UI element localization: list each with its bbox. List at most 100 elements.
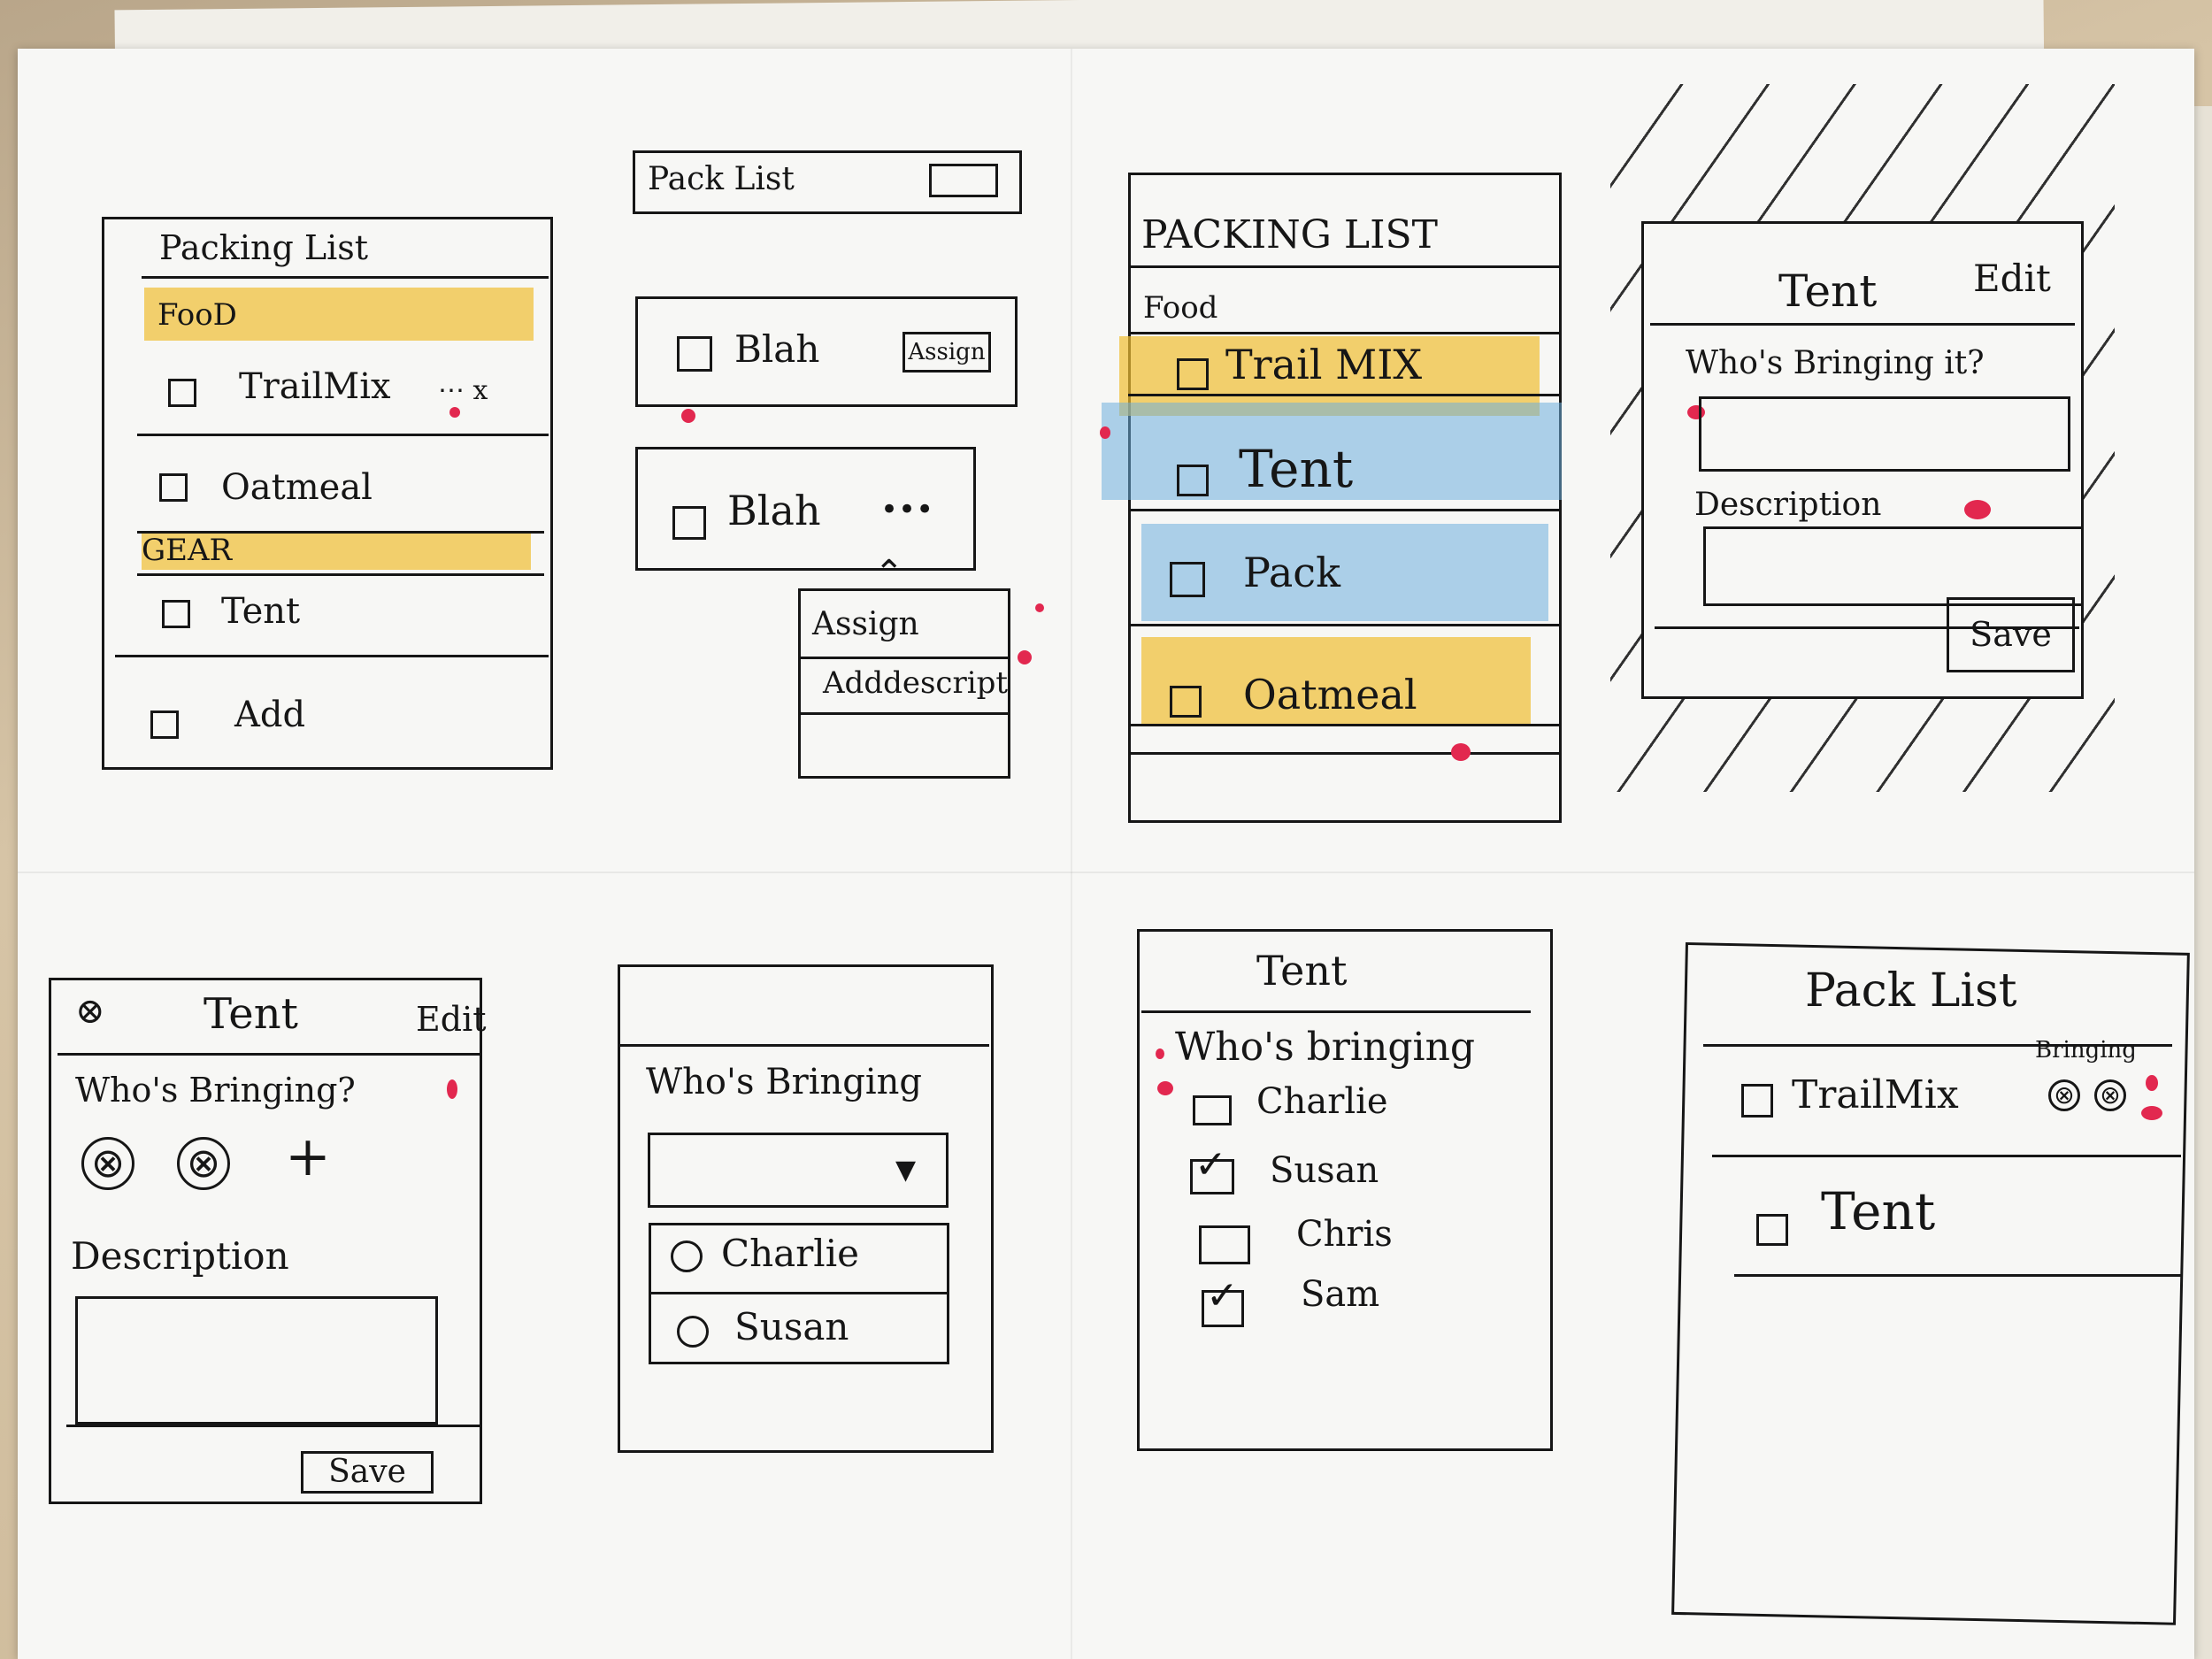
- sketch2-row2-checkbox[interactable]: [672, 506, 706, 540]
- sketch3-item-trailmix[interactable]: Trail MIX: [1225, 341, 1423, 388]
- sketch7-person-susan[interactable]: Susan: [1270, 1150, 1379, 1191]
- sketch8-avatar-1[interactable]: ⊗: [2048, 1079, 2080, 1111]
- sketch5-description-label: Description: [71, 1234, 289, 1278]
- sketch3-item-tent[interactable]: Tent: [1239, 439, 1354, 499]
- sketch1-item-add[interactable]: Add: [234, 695, 306, 735]
- sketch5-who-label: Who's Bringing?: [75, 1071, 356, 1110]
- sketch1-trailmix-checkbox[interactable]: [168, 379, 196, 407]
- sketch1-row-divider-1: [137, 434, 549, 436]
- sketch4-title: Tent: [1778, 265, 1878, 317]
- sketch1-item-trailmix[interactable]: TrailMix: [239, 366, 391, 407]
- sketch8-avatar-2[interactable]: ⊗: [2094, 1079, 2126, 1111]
- close-icon[interactable]: ⊗: [75, 991, 105, 1032]
- sketch3-header-divider: [1128, 265, 1562, 268]
- sketch1-add-checkbox[interactable]: [150, 710, 179, 739]
- sketch7-marker-dot-1: [1157, 1081, 1173, 1095]
- sketch1-section-gear: GEAR: [142, 533, 233, 568]
- sketch3-trailmix-checkbox[interactable]: [1177, 358, 1209, 390]
- sketch2-row2-label: Blah: [727, 487, 821, 534]
- sketch7-sam-checkbox[interactable]: [1202, 1277, 1244, 1327]
- sketch4-description-input[interactable]: [1703, 526, 2084, 606]
- sketch1-item-oatmeal[interactable]: Oatmeal: [221, 467, 373, 508]
- sketch7-person-sam[interactable]: Sam: [1301, 1274, 1380, 1315]
- sketch8-bringing-label: Bringing: [2035, 1037, 2137, 1064]
- sketch4-save-button[interactable]: Save: [1947, 597, 2075, 672]
- sketch2-header-bar: [633, 150, 1022, 214]
- sketch1-tent-checkbox[interactable]: [162, 600, 190, 628]
- sketch7-charlie-checkbox[interactable]: [1193, 1095, 1232, 1125]
- sketch2-row2-frame[interactable]: [635, 447, 976, 571]
- sketch8-marker-dot-1: [2146, 1075, 2158, 1091]
- sketch3-item-pack[interactable]: Pack: [1243, 549, 1340, 596]
- sketch8-item-trailmix[interactable]: TrailMix: [1792, 1072, 1959, 1118]
- sketch4-footer-divider: [1655, 626, 2079, 629]
- sketch5-add-person-button[interactable]: +: [285, 1124, 331, 1188]
- sketch3-row-divider-3: [1128, 624, 1562, 626]
- sketch6-who-label: Who's Bringing: [646, 1062, 923, 1102]
- sketch4-who-label: Who's Bringing it?: [1686, 345, 1985, 381]
- sketch3-food-divider: [1128, 332, 1562, 334]
- sketch5-footer-divider: [66, 1425, 482, 1427]
- sketch5-description-input[interactable]: [75, 1296, 438, 1425]
- sketch4-edit-button[interactable]: Edit: [1973, 257, 2051, 300]
- sketch7-person-charlie[interactable]: Charlie: [1256, 1081, 1388, 1122]
- sketch3-pack-checkbox[interactable]: [1170, 562, 1205, 597]
- sketch4-header-divider: [1650, 323, 2075, 326]
- sketch6-dropdown[interactable]: [648, 1133, 949, 1208]
- sketch2-popover-menu: [798, 588, 1010, 779]
- sketch7-who-label: Who's bringing: [1175, 1025, 1476, 1070]
- sketch2-more-icon[interactable]: •••: [880, 492, 934, 527]
- sketch8-title: Pack List: [1805, 964, 2017, 1018]
- sketch2-menu-assign[interactable]: Assign: [812, 606, 919, 642]
- sketch6-header-divider: [619, 1044, 989, 1047]
- sketch2-menu-divider-2: [801, 712, 1009, 715]
- sketch6-option-susan-radio[interactable]: [677, 1316, 709, 1348]
- sketch1-trailmix-actions[interactable]: ⋯ x: [438, 375, 488, 406]
- sketch5-title: Tent: [204, 989, 298, 1039]
- sketch1-oatmeal-checkbox[interactable]: [159, 473, 188, 502]
- sketch4-marker-dot-2: [1964, 500, 1991, 519]
- sketch4-who-input[interactable]: [1699, 396, 2070, 472]
- sketch2-header-title: Pack List: [648, 161, 795, 197]
- sketch8-trailmix-checkbox[interactable]: [1741, 1084, 1773, 1118]
- paper-fold-vertical: [1071, 49, 1072, 1659]
- sketch1-section-food: FooD: [157, 297, 237, 333]
- sketch2-row1-label: Blah: [734, 327, 820, 371]
- sketch5-avatar-2[interactable]: ⊗: [177, 1137, 230, 1190]
- sketch2-menu-add-description[interactable]: Adddescript: [823, 665, 1009, 701]
- sketch6-option-susan[interactable]: Susan: [734, 1305, 849, 1348]
- sketch2-row1-frame[interactable]: [635, 296, 1018, 407]
- sketch2-marker-dot-1: [681, 409, 695, 423]
- sketch7-chris-checkbox[interactable]: [1199, 1225, 1250, 1264]
- sketch5-save-button[interactable]: Save: [301, 1451, 434, 1494]
- sketch2-header-button[interactable]: [929, 164, 998, 197]
- sketch6-option-divider: [650, 1292, 949, 1294]
- sketch5-frame: [49, 978, 482, 1504]
- sketch3-tent-checkbox[interactable]: [1177, 465, 1209, 496]
- sketch6-option-charlie-radio[interactable]: [671, 1240, 703, 1272]
- sketch3-item-oatmeal[interactable]: Oatmeal: [1243, 671, 1417, 718]
- sketch3-row-divider-2: [1128, 509, 1562, 511]
- sketch5-header-divider: [58, 1053, 482, 1056]
- sketch8-item-tent[interactable]: Tent: [1821, 1181, 1936, 1241]
- sketch3-marker-dot-2: [1100, 426, 1110, 439]
- sketch7-person-chris[interactable]: Chris: [1296, 1214, 1393, 1255]
- sketch8-row-divider-2: [1734, 1274, 2181, 1277]
- sketch8-tent-checkbox[interactable]: [1756, 1214, 1788, 1246]
- sketch3-marker-dot-1: [1451, 743, 1471, 761]
- sketch3-oatmeal-checkbox[interactable]: [1170, 686, 1202, 718]
- sketch2-row1-checkbox[interactable]: [677, 336, 712, 372]
- sketch6-frame: [618, 964, 994, 1453]
- sketch7-susan-checkbox[interactable]: [1190, 1146, 1234, 1194]
- sketch1-row-divider-4: [115, 655, 549, 657]
- sketch6-option-charlie[interactable]: Charlie: [721, 1232, 860, 1275]
- sketch3-oatmeal-band: [1141, 637, 1531, 726]
- paper-fold-horizontal: [18, 872, 2194, 873]
- sketch1-item-tent[interactable]: Tent: [221, 591, 301, 632]
- sketch5-avatar-1[interactable]: ⊗: [81, 1137, 134, 1190]
- sketch2-assign-button[interactable]: Assign: [902, 332, 991, 373]
- chevron-down-icon[interactable]: ▼: [895, 1155, 917, 1186]
- sketch3-section-food: Food: [1143, 290, 1218, 326]
- sketch5-edit-button[interactable]: Edit: [416, 1000, 487, 1039]
- sketch2-menu-divider-1: [801, 657, 1009, 659]
